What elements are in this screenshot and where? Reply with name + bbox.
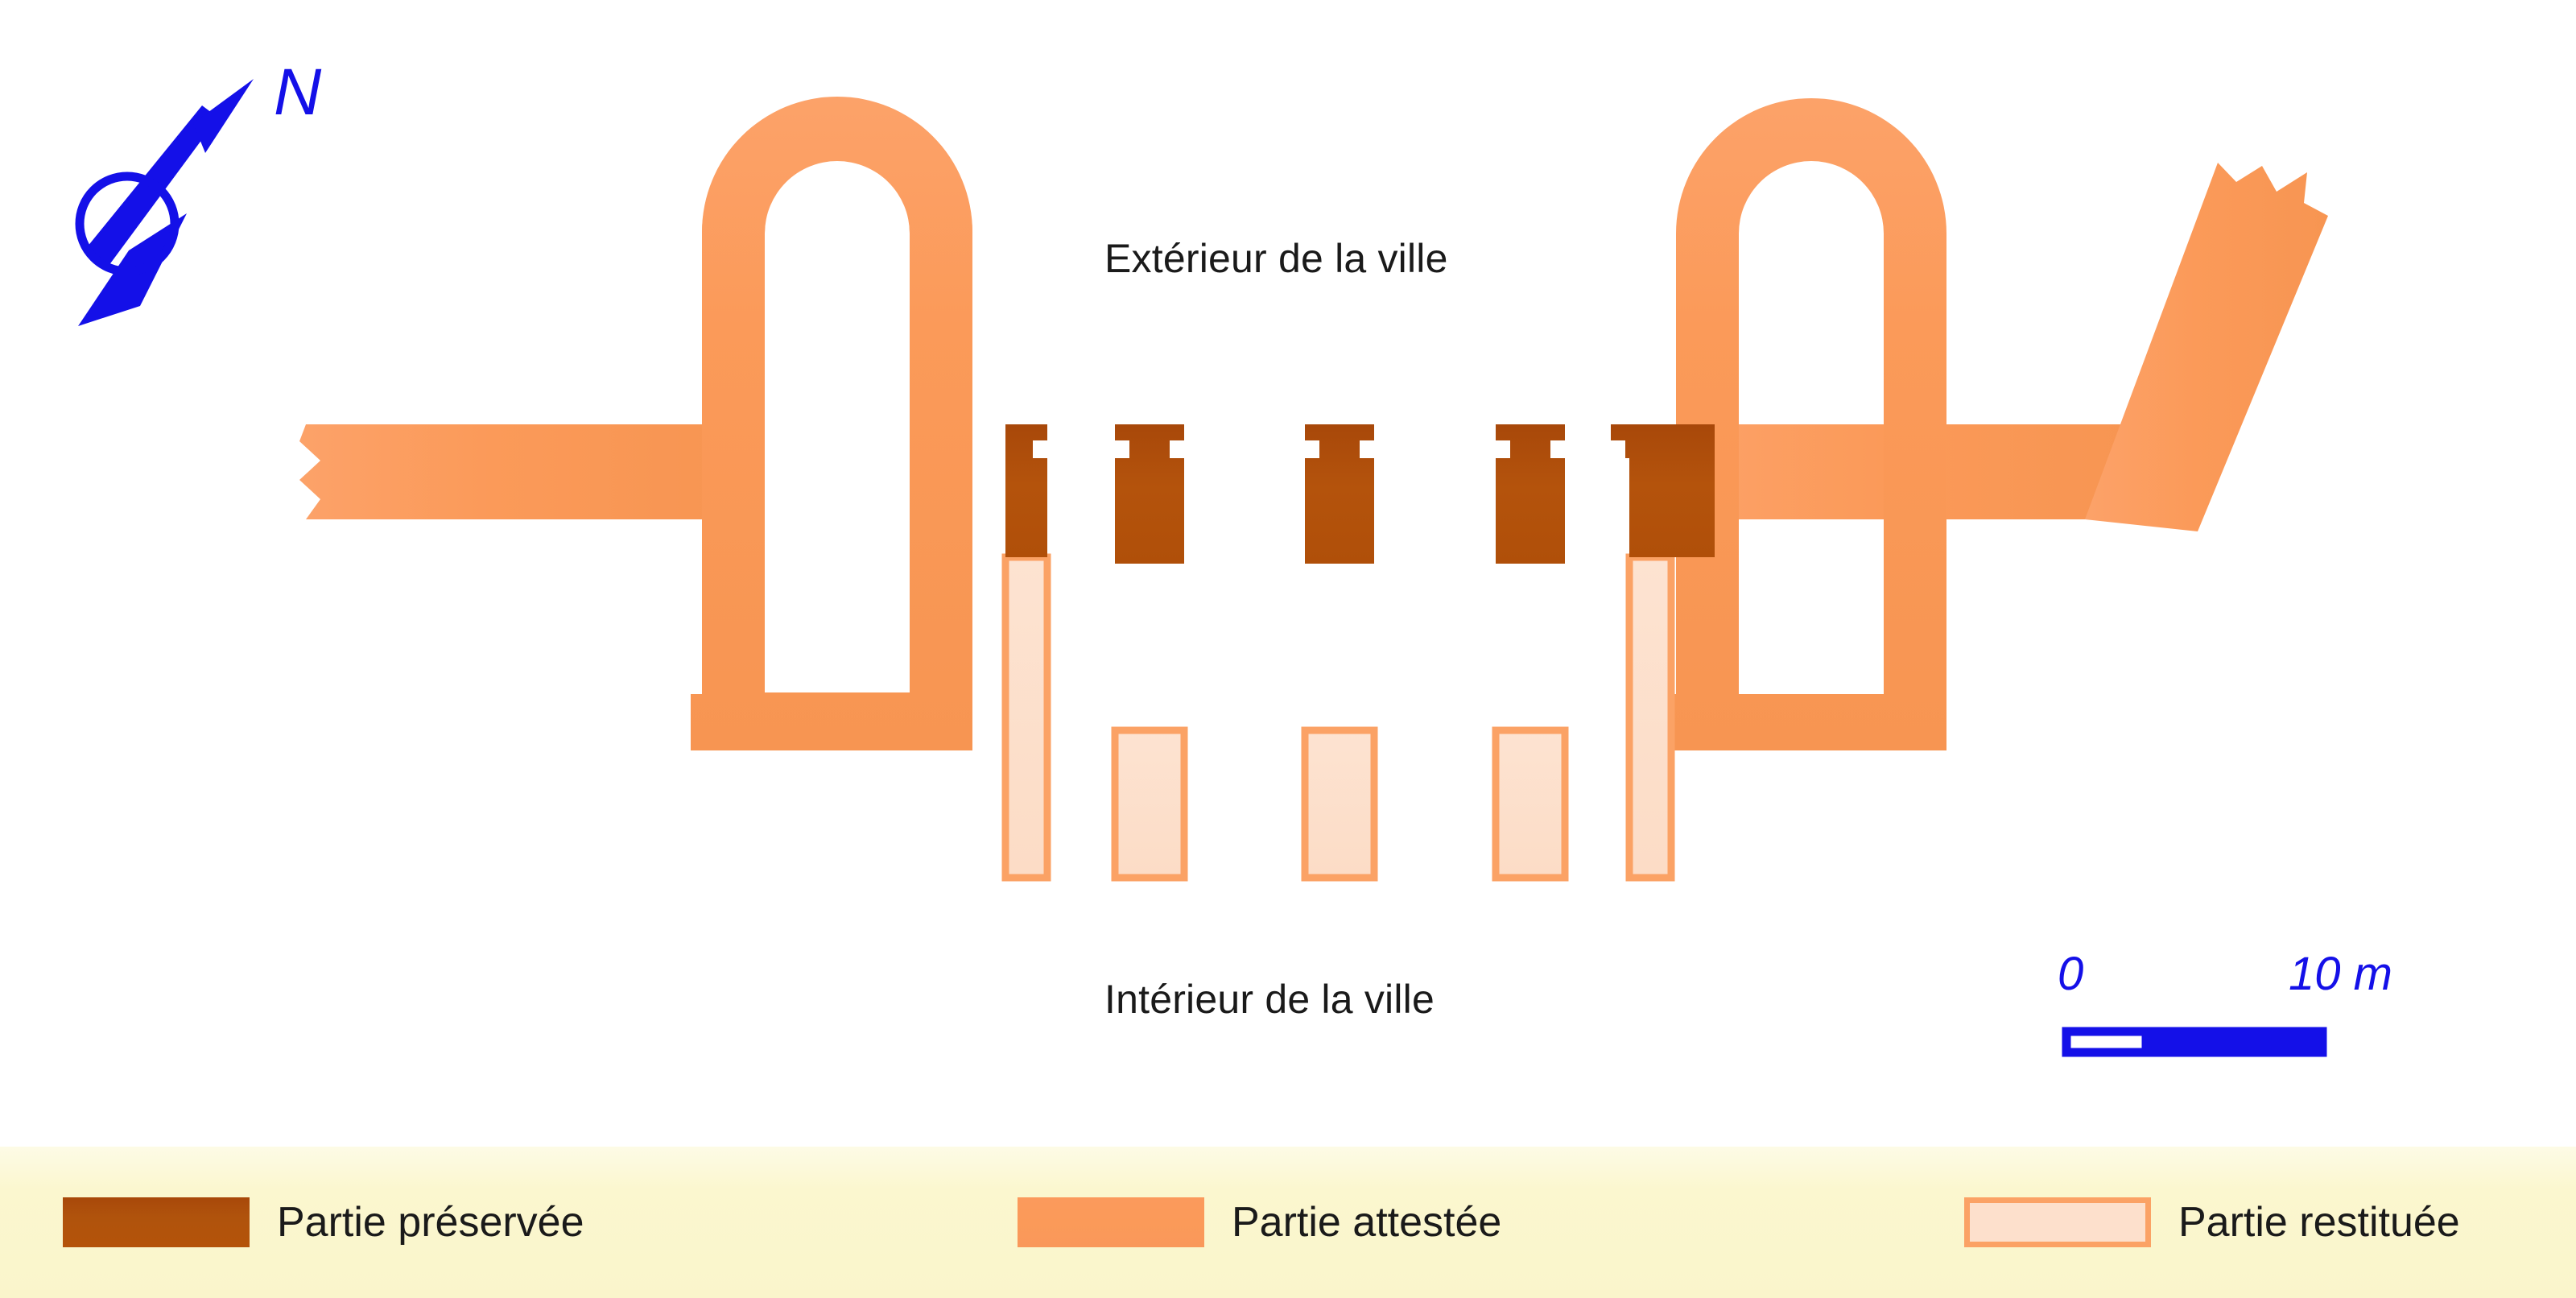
legend-item-restored: Partie restituée — [1964, 1193, 2460, 1251]
legend-swatch-restored-icon — [1964, 1197, 2151, 1247]
preserved-pillar-4 — [1496, 424, 1565, 564]
legend: Partie préservée Partie attestée Partie … — [0, 1147, 2576, 1298]
east-diagonal-wall — [2085, 163, 2328, 531]
legend-item-preserved: Partie préservée — [63, 1193, 584, 1251]
scale-bar-segment-left — [2062, 1027, 2151, 1057]
scale-bar-segment-right — [2141, 1027, 2327, 1057]
preserved-pillars — [1005, 424, 1715, 564]
restored-pillar-5 — [1625, 553, 1675, 882]
north-arrow — [75, 79, 254, 326]
legend-swatch-preserved-icon — [63, 1197, 250, 1247]
preserved-pillar-5 — [1611, 424, 1715, 557]
left-tower-ring — [691, 98, 972, 750]
west-curtain-wall — [299, 424, 724, 519]
north-arrow-letter: N — [274, 56, 322, 129]
restored-pillars — [1001, 553, 1675, 882]
preserved-pillar-1 — [1005, 424, 1047, 557]
restored-pillar-2 — [1111, 726, 1188, 882]
legend-label-restored: Partie restituée — [2178, 1199, 2460, 1246]
scale-bar — [2062, 1027, 2327, 1057]
north-arrow-tip — [193, 79, 254, 153]
label-exterior-de-la-ville: Extérieur de la ville — [1104, 236, 1448, 281]
attested-structures — [299, 97, 2328, 750]
right-tower-ring — [1665, 98, 1946, 750]
restored-pillar-3 — [1301, 726, 1378, 882]
label-interior-de-la-ville: Intérieur de la ville — [1104, 977, 1435, 1022]
preserved-pillar-3 — [1305, 424, 1374, 564]
legend-swatch-attested-icon — [1018, 1197, 1204, 1247]
north-arrow-ring — [75, 172, 180, 276]
legend-item-attested: Partie attestée — [1018, 1193, 1501, 1251]
scale-bar-max-label: 10 m — [2289, 948, 2392, 1000]
preserved-pillar-2 — [1115, 424, 1184, 564]
scale-bar-min-label: 0 — [2058, 948, 2084, 1000]
restored-pillar-4 — [1492, 726, 1569, 882]
legend-label-preserved: Partie préservée — [277, 1199, 584, 1246]
legend-label-attested: Partie attestée — [1232, 1199, 1502, 1246]
restored-pillar-1 — [1001, 553, 1051, 882]
